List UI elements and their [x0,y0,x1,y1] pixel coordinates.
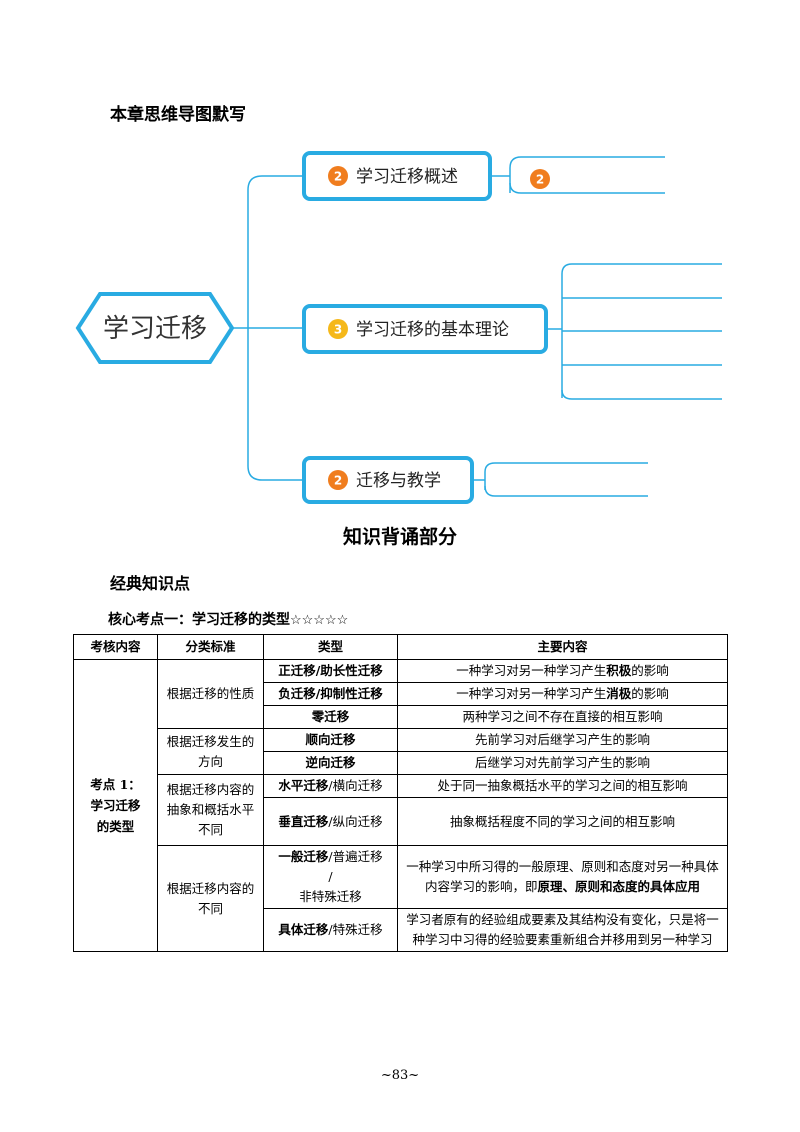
content-cell: 处于同一抽象概括水平的学习之间的相互影响 [397,774,728,798]
svg-text:2: 2 [536,173,544,187]
group-cell: 根据迁移发生的方向 [157,728,264,775]
content-cell: 学习者原有的经验组成要素及其结构没有变化，只是将一种学习中习得的经验要素重新组合… [397,908,728,952]
content-cell: 抽象概括程度不同的学习之间的相互影响 [397,797,728,846]
table-header-row: 考核内容 分类标准 类型 主要内容 [73,634,728,660]
branch-teaching-badge [328,470,348,490]
root-node [75,292,235,364]
sub-title: 经典知识点 [110,574,191,593]
branch-overview-label: 学习迁移概述 [356,167,458,187]
mindmap: 学习迁移 2 学习迁移概述 2 3 学习迁移的基本理论 2 迁移与教学 [75,151,722,504]
content-cell: 后继学习对先前学习产生的影响 [397,751,728,775]
section-title: 知识背诵部分 [342,526,457,548]
branch-overview-badge [328,166,348,186]
table-row: 根据迁移发生的方向 顺向迁移 先前学习对后继学习产生的影响 [74,728,728,775]
type-cell: 顺向迁移 [263,728,398,752]
table-title: 核心考点一：学习迁移的类型☆☆☆☆☆ [108,612,349,628]
svg-text:2: 2 [334,170,342,184]
table-row: 根据迁移内容的抽象和概括水平不同 水平迁移/横向迁移 处于同一抽象概括水平的学习… [74,774,728,846]
branch-theory-badge [328,319,348,339]
content-cell: 一种学习中所习得的一般原理、原则和态度对另一种具体内容学习的影响，即原理、原则和… [397,845,728,909]
mindmap-connectors [230,175,304,481]
svg-text:2: 2 [334,474,342,488]
page-number: ~83~ [380,1068,420,1083]
type-cell: 具体迁移/特殊迁移 [263,908,398,952]
assessment-content: 考点 1： 学习迁移 的类型 [73,659,158,952]
group-cell: 根据迁移内容的不同 [157,845,264,952]
root-label: 学习迁移 [103,314,207,344]
content-cell: 两种学习之间不存在直接的相互影响 [397,705,728,729]
table-row: 逆向迁移 后继学习对先前学习产生的影响 [74,751,728,775]
group-cell: 根据迁移内容的抽象和概括水平不同 [157,774,264,846]
branch-teaching: 2 迁移与教学 [302,456,648,504]
mindmap-title: 本章思维导图默写 [110,105,246,125]
header-cell: 考核内容 [73,634,158,660]
knowledge-table: 考核内容 分类标准 类型 主要内容 考点 1： 学习迁移 的类型 根据迁移的性质… [73,634,728,952]
content-cell: 一种学习对另一种学习产生积极的影响 [397,659,728,683]
type-cell: 垂直迁移/纵向迁移 [263,797,398,846]
header-cell: 类型 [263,634,398,660]
content-cell: 一种学习对另一种学习产生消极的影响 [397,682,728,706]
content-cell: 先前学习对后继学习产生的影响 [397,728,728,752]
table-row: 零迁移 两种学习之间不存在直接的相互影响 [74,705,728,729]
type-cell: 水平迁移/横向迁移 [263,774,398,798]
sub-badge [530,169,550,189]
type-cell: 负迁移/抑制性迁移 [263,682,398,706]
header-cell: 分类标准 [157,634,264,660]
type-cell: 正迁移/助长性迁移 [263,659,398,683]
table-row: 负迁移/抑制性迁移 一种学习对另一种学习产生消极的影响 [74,682,728,706]
table-row: 具体迁移/特殊迁移 学习者原有的经验组成要素及其结构没有变化，只是将一种学习中习… [74,908,728,952]
branch-theory: 3 学习迁移的基本理论 [302,263,722,400]
branch-teaching-label: 迁移与教学 [356,471,441,491]
type-cell: 一般迁移/普遍迁移/非特殊迁移 [263,845,398,909]
type-cell: 逆向迁移 [263,751,398,775]
group-cell: 根据迁移的性质 [157,659,264,729]
rating-stars: ☆☆☆☆☆ [290,613,349,628]
branch-theory-label: 学习迁移的基本理论 [356,320,509,340]
type-cell: 零迁移 [263,705,398,729]
table-row: 考点 1： 学习迁移 的类型 根据迁移的性质 正迁移/助长性迁移 一种学习对另一… [73,659,728,952]
header-cell: 主要内容 [397,634,728,660]
table-row: 根据迁移内容的不同 一般迁移/普遍迁移/非特殊迁移 一种学习中所习得的一般原理、… [74,845,728,952]
branch-overview: 2 学习迁移概述 2 [302,151,665,201]
svg-text:3: 3 [334,323,342,337]
